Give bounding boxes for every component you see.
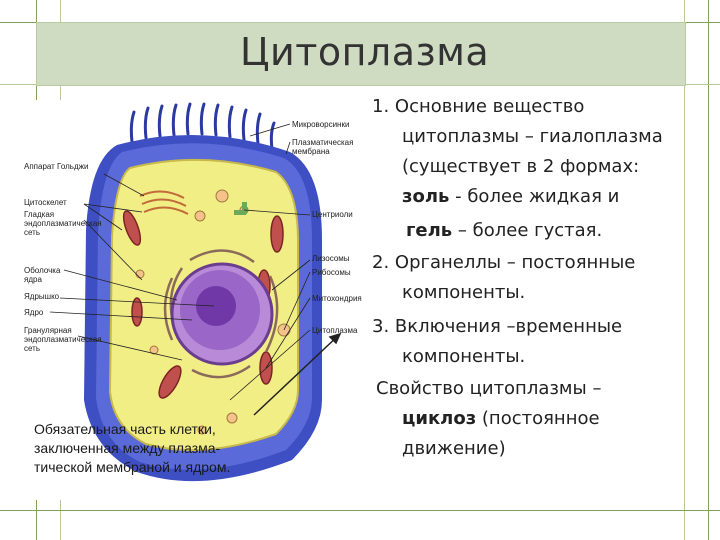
figure-caption: Обязательная часть клетки, заключенная м… [34,421,231,475]
label-microvilli: Микроворсинки [292,120,350,129]
label-plasma-membrane: Плазматическая мембрана [292,138,354,156]
label-smooth-er: Гладкая эндоплазматическая сеть [24,210,102,237]
item-1-line-1: 1. Основние вещество [372,96,585,117]
label-centrioles: Центриоли [312,210,353,219]
title-bar [36,22,686,86]
cell-illustration [49,102,342,482]
label-golgi: Аппарат Гольджи [24,162,89,171]
item-1-line-2: цитоплазмы – гиалоплазма [402,126,663,147]
cell-figure: Микроворсинки Плазматическая мембрана Ап… [22,100,362,500]
item-3-line-2: компоненты. [402,346,526,367]
label-rough-er: Гранулярная эндоплазматическая сеть [24,326,102,353]
property-line-1: Свойство цитоплазмы – [376,378,602,399]
property-line-2: циклоз (постоянное [402,408,600,429]
slide-title: Цитоплазма [240,30,490,74]
label-nuclear-envelope: Оболочка ядра [24,266,61,284]
item-1-line-3: (существует в 2 формах: [402,156,640,177]
item-1-line-4: золь - более жидкая и [402,186,620,207]
label-cytoskeleton: Цитоскелет [24,198,67,207]
item-1-line-5: гель – более густая. [406,220,603,241]
item-2-line-2: компоненты. [402,282,526,303]
label-nucleolus: Ядрышко [24,292,60,301]
label-lysosomes: Лизосомы [312,254,350,263]
item-3-line-1: 3. Включения –временные [372,316,623,337]
item-2-line-1: 2. Органеллы – постоянные [372,252,636,273]
property-line-3: движение) [402,438,506,459]
label-ribosomes: Рибосомы [312,268,351,277]
label-cytoplasm: Цитоплазма [312,326,358,335]
label-mitochondria: Митохондрия [312,294,362,303]
label-nucleus: Ядро [24,308,44,317]
